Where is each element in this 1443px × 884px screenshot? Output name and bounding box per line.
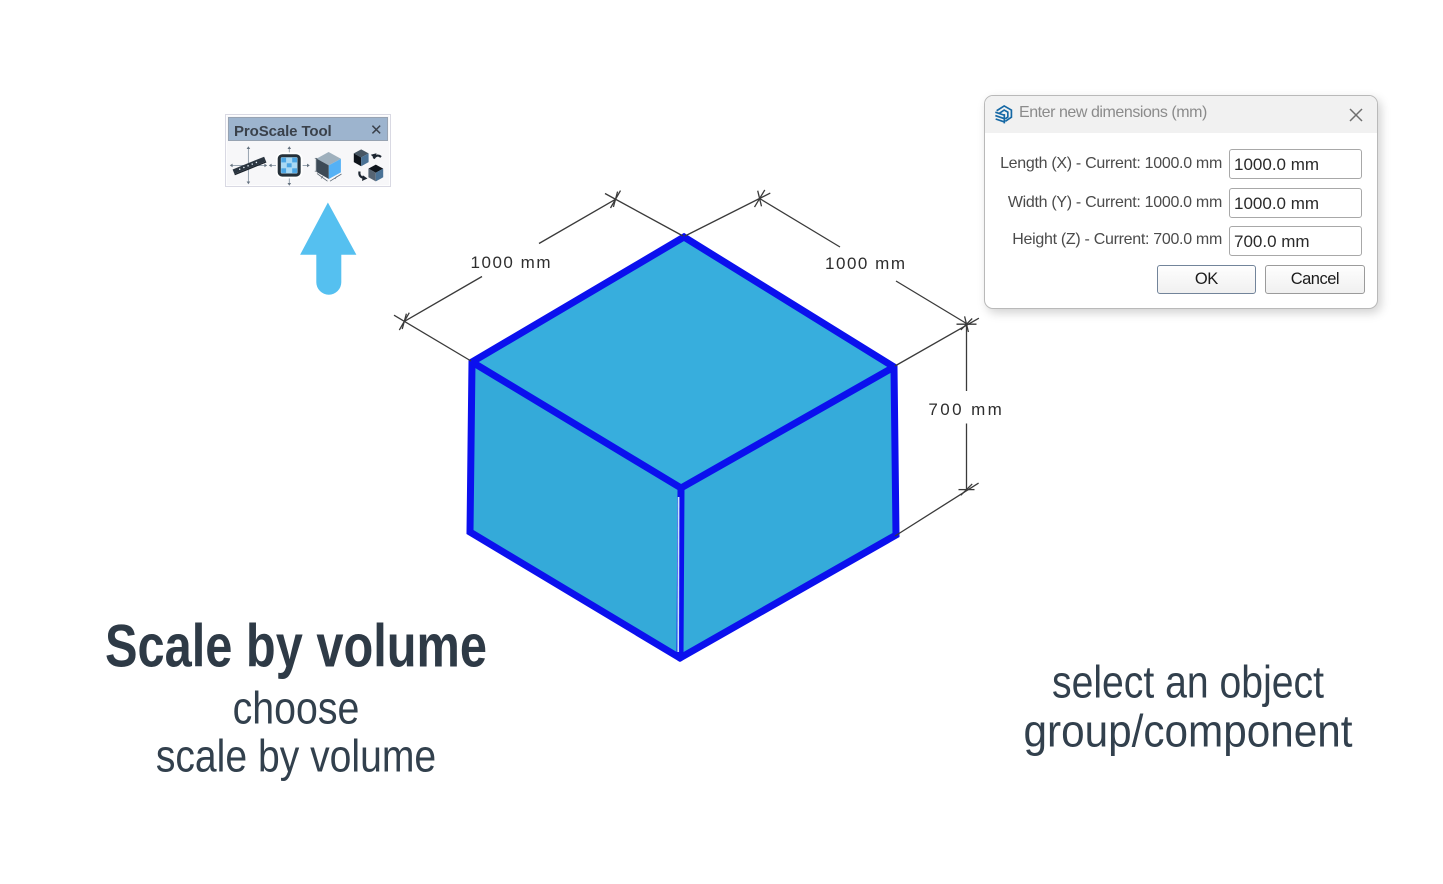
svg-text:1000 mm: 1000 mm (825, 254, 905, 273)
svg-text:700 mm: 700 mm (928, 400, 1002, 419)
svg-text:Scale by volume: Scale by volume (105, 613, 487, 680)
svg-text:group/component: group/component (1024, 705, 1353, 756)
svg-text:select an object: select an object (1052, 657, 1324, 708)
svg-text:scale by volume: scale by volume (156, 731, 436, 782)
svg-text:1000 mm: 1000 mm (471, 253, 551, 272)
svg-text:choose: choose (233, 682, 360, 733)
